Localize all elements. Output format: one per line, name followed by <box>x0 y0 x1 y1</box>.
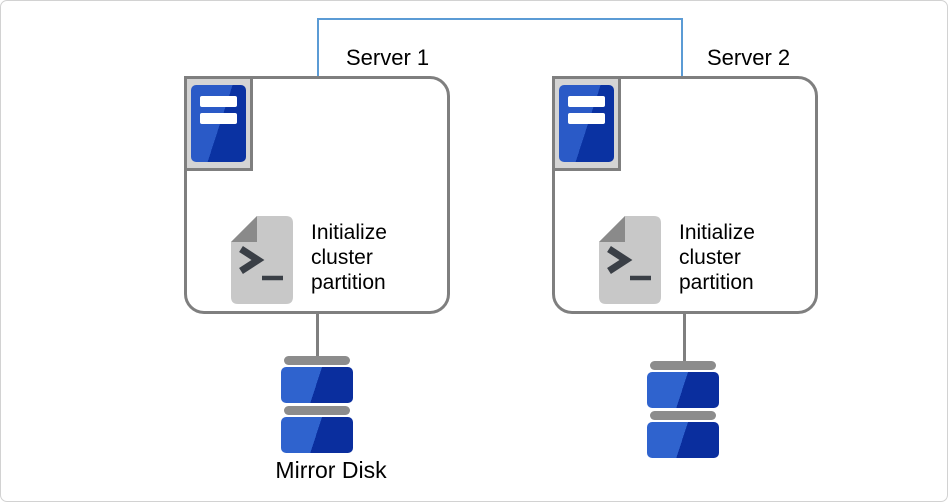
disk-platter <box>647 372 719 408</box>
disk-platter <box>647 422 719 458</box>
disk-cap <box>650 411 716 420</box>
disk-cap <box>284 406 350 415</box>
mirror-disk-label: Mirror Disk <box>275 457 387 483</box>
shell-script-icon <box>599 216 661 304</box>
server-1-disk-connector <box>316 312 319 358</box>
shell-script-icon <box>231 216 293 304</box>
server-icon <box>191 85 246 162</box>
server-1-chip <box>184 76 253 171</box>
server-1-label: Server 1 <box>346 45 430 70</box>
server-2-task-label: Initialize cluster partition <box>679 221 755 294</box>
server-slot-bar <box>568 96 605 107</box>
disk-cap <box>650 361 716 370</box>
server-slot-bar <box>200 96 237 107</box>
disk-platter <box>281 367 353 403</box>
server-1-task-label: Initialize cluster partition <box>311 221 387 294</box>
server-1-node: Initialize cluster partition <box>184 76 450 314</box>
disk-cap <box>284 356 350 365</box>
server-2-label: Server 2 <box>707 45 791 70</box>
server-2-node: Initialize cluster partition <box>552 76 818 314</box>
server-icon <box>559 85 614 162</box>
server-interconnect-line <box>317 18 683 77</box>
mirror-disk-stack-1 <box>281 356 353 453</box>
server-slot-bar <box>568 113 605 124</box>
disk-platter <box>281 417 353 453</box>
server-2-disk-connector <box>683 312 686 363</box>
server-2-chip <box>552 76 621 171</box>
mirror-disk-stack-2 <box>647 361 719 458</box>
server-slot-bar <box>200 113 237 124</box>
